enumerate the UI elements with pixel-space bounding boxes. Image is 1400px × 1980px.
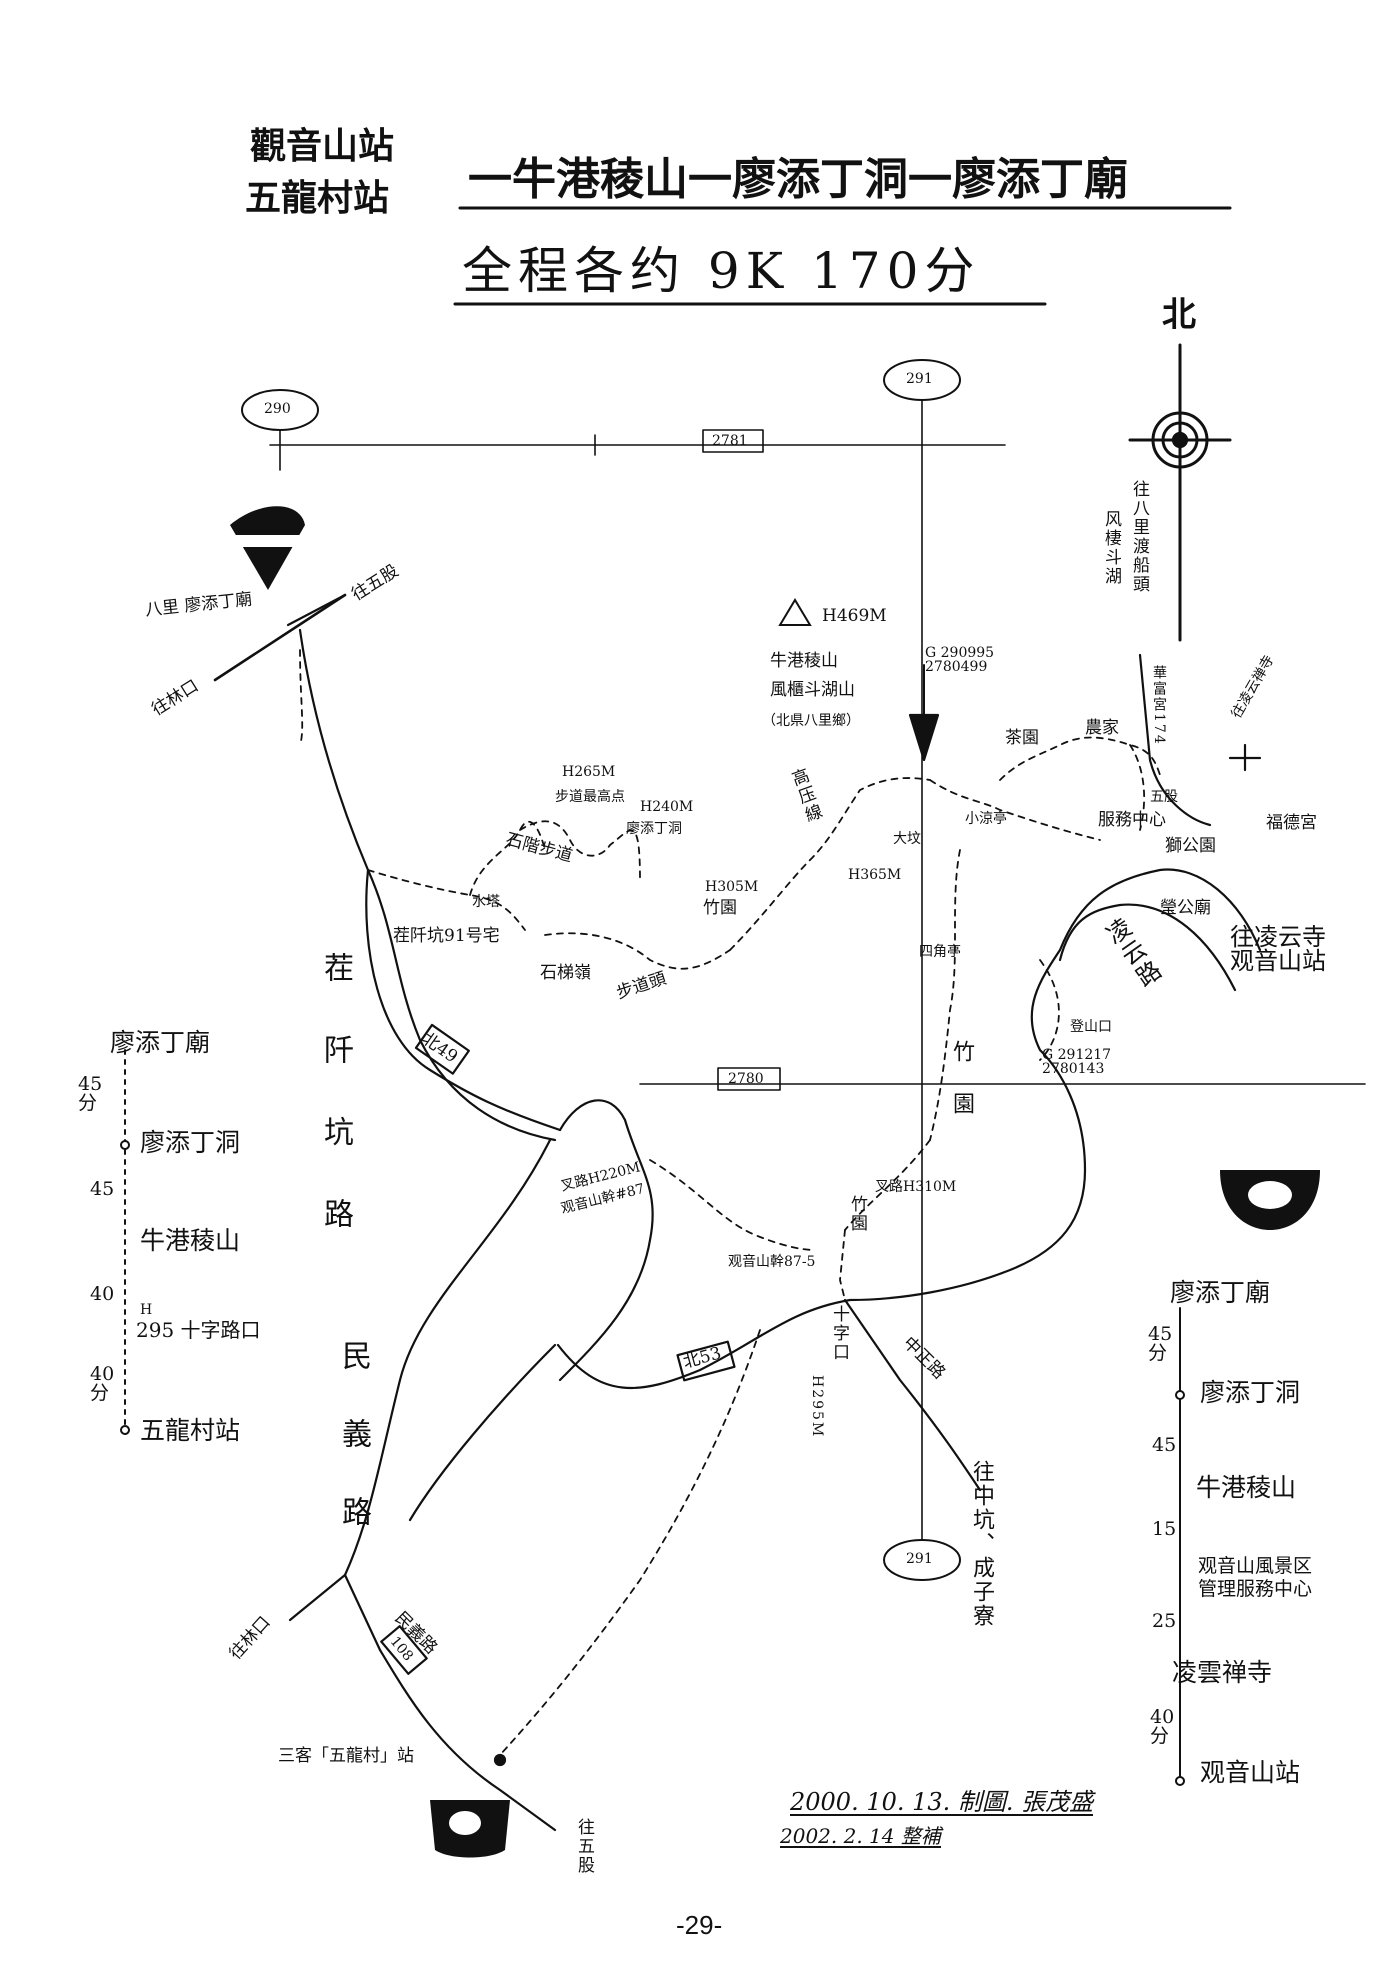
legend-left-stop: 五龍村站 <box>140 1416 241 1445</box>
legend-right-stop: 廖添丁洞 <box>1200 1378 1301 1407</box>
label-zhuwei-road: 茬阡坑路 <box>318 952 353 1280</box>
legend-left-h: H <box>140 1302 153 1318</box>
legend-left-time: 45 分 <box>78 1073 103 1114</box>
label-minyi-road: 民義路 <box>336 1340 371 1574</box>
label-peak-grid: G 290995 2780499 <box>925 645 995 675</box>
grid-label-2780: 2780 <box>728 1071 764 1087</box>
legend-right-stop: 凌雲禅寺 <box>1172 1658 1273 1687</box>
label-service-center: 服務中心 <box>1098 810 1166 830</box>
grid-label-2781: 2781 <box>712 433 748 449</box>
page-number: -29- <box>676 1910 723 1940</box>
label-zhuyuan-2: 竹園 <box>847 1195 867 1233</box>
legend-right-stop: 观音山風景区 管理服務中心 <box>1198 1555 1313 1600</box>
label-to-zhongkeng: 往中坑、成子寮 <box>969 1460 994 1628</box>
legend-right-time: 15 <box>1152 1518 1177 1540</box>
label-xiaoliangting: 小涼亭 <box>965 811 1007 827</box>
bottom-station-icon <box>430 1800 510 1858</box>
label-to-wugu-bottom: 往五股 <box>574 1818 594 1875</box>
legend-right-time: 45 分 <box>1148 1323 1173 1364</box>
label-wubanzi: 五股 <box>1150 789 1178 805</box>
label-h265: H265M <box>562 764 616 780</box>
legend-left-time: 45 <box>90 1178 115 1200</box>
label-peak-region: （北県八里鄉） <box>762 713 860 729</box>
label-h265-name: 步道最高点 <box>555 789 625 805</box>
label-to-bali-ferry: 往八里渡船頭 <box>1129 480 1149 594</box>
label-shizikou: 十字口 <box>829 1305 849 1362</box>
grid-label-291-top: 291 <box>906 371 933 387</box>
legend-right-time: 25 <box>1152 1610 1177 1632</box>
north-label: 北 <box>1162 295 1196 335</box>
station-title-guanyin: 觀音山站 <box>250 125 395 167</box>
legend-left-stop: 廖添丁廟 <box>110 1028 211 1057</box>
label-dengshan-grid: G 291217 2780143 <box>1042 1047 1112 1077</box>
legend-right-stop: 观音山站 <box>1200 1758 1301 1787</box>
label-zhuyuan-road: 竹園 <box>949 1040 974 1144</box>
wulong-station-icon <box>1220 1170 1320 1230</box>
label-nongjia: 農家 <box>1085 718 1119 738</box>
label-fude-temple: 福德宮 <box>1266 813 1317 833</box>
station-title-wulong: 五龍村站 <box>245 177 390 219</box>
label-shuita: 水塔 <box>472 894 500 910</box>
legend-left-time: 40 <box>90 1283 115 1305</box>
label-to-guanyin-station: 往凌云寺观音山站 <box>1230 923 1326 975</box>
label-peak-height: H469M <box>822 606 887 626</box>
peak-triangle-icon <box>778 598 812 626</box>
label-dafenshan: 大坟 <box>893 831 921 847</box>
label-peak-name: 牛港稜山 <box>770 651 838 671</box>
label-h365: H365M <box>848 867 902 883</box>
legend-left-stop: 牛港稜山 <box>140 1226 241 1255</box>
grid-label-290: 290 <box>264 401 291 417</box>
label-yingong-temple: 瑩公廟 <box>1160 898 1211 918</box>
label-zhuyuan-1: 竹園 <box>703 898 737 918</box>
legend-right-stop: 廖添丁廟 <box>1170 1278 1271 1307</box>
label-siting: 四角亭 <box>919 944 961 960</box>
label-dengshankou: 登山口 <box>1070 1019 1112 1035</box>
route-summary: 全程各约 9K 170分 <box>462 242 981 300</box>
label-fork-310: 叉路H310M <box>875 1179 957 1195</box>
route-title: 一牛港稜山一廖添丁洞一廖添丁廟 <box>468 154 1128 205</box>
label-chayuan: 茶園 <box>1005 728 1039 748</box>
credit-line-2: 2002. 2. 14 整補 <box>780 1824 941 1848</box>
label-h240-name: 廖添丁洞 <box>626 821 682 837</box>
label-h295: H295M <box>809 1375 825 1439</box>
grid-label-291-bottom: 291 <box>906 1551 933 1567</box>
legend-right-time: 45 <box>1152 1434 1177 1456</box>
legend-right-time: 40 分 <box>1150 1706 1175 1747</box>
legend-left-stop: 廖添丁洞 <box>140 1128 241 1157</box>
guanyin-station-icon <box>226 506 310 590</box>
legend-left-stop: 295 十字路口 <box>136 1318 261 1342</box>
label-h305: H305M <box>705 879 759 895</box>
label-fengqi: 风棲斗湖 <box>1101 510 1121 586</box>
label-guanyin-87-5: 观音山幹87-5 <box>728 1254 816 1270</box>
north-compass-icon <box>1128 343 1232 642</box>
label-zhuwei-house: 茬阡坑91号宅 <box>393 926 500 946</box>
label-lion-park: 獅公園 <box>1165 836 1216 856</box>
label-huazhai: 華富宮174 <box>1151 665 1167 746</box>
label-wulong-station: 三客「五龍村」站 <box>278 1746 414 1766</box>
credit-line-1: 2000. 10. 13. 制圖. 張茂盛 <box>790 1788 1094 1816</box>
legend-left-time: 40 分 <box>90 1363 115 1404</box>
label-shiti: 石梯嶺 <box>540 963 591 983</box>
legend-right-stop: 牛港稜山 <box>1196 1473 1297 1502</box>
label-peak-alias: 風櫃斗湖山 <box>770 680 855 700</box>
label-h240: H240M <box>640 799 694 815</box>
